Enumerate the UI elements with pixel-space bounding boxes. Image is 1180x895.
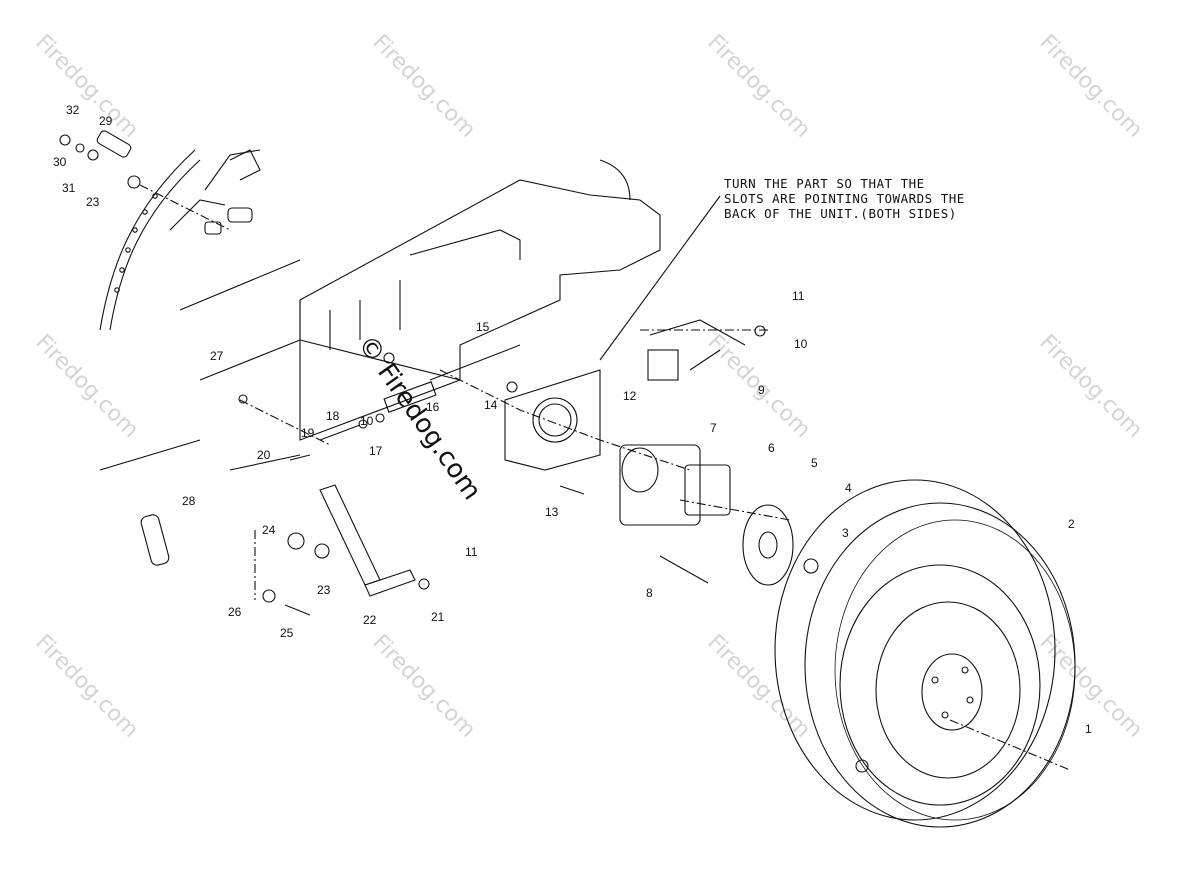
callout-number: 23 [317, 583, 331, 597]
callout-number: 10 [794, 337, 808, 351]
fasteners [59, 130, 869, 773]
note-line-3: BACK OF THE UNIT.(BOTH SIDES) [724, 206, 957, 221]
callout-number: 9 [758, 383, 765, 397]
callout-number: 2 [1068, 517, 1075, 531]
note-line-2: SLOTS ARE POINTING TOWARDS THE [724, 191, 965, 206]
callout-number: 7 [710, 421, 717, 435]
wheel [774, 479, 1076, 828]
wheel-motor [619, 444, 731, 526]
callout-number: 20 [257, 448, 271, 462]
callout-number: 19 [301, 426, 315, 440]
callout-number: 12 [623, 389, 637, 403]
callout-number: 24 [262, 523, 276, 537]
callout-number: 25 [280, 626, 294, 640]
side-panel [99, 149, 201, 331]
note-line-1: TURN THE PART SO THAT THE [724, 176, 925, 191]
callout-number: 27 [210, 349, 224, 363]
callout-number: 22 [363, 613, 377, 627]
callout-number: 5 [811, 456, 818, 470]
callout-number: 30 [53, 155, 67, 169]
callout-number: 16 [426, 400, 440, 414]
callout-number: 18 [326, 409, 340, 423]
motor-bracket [504, 369, 601, 471]
leader-lines [139, 184, 1071, 771]
callout-number: 6 [768, 441, 775, 455]
callout-number: 15 [476, 320, 490, 334]
linkage [229, 319, 746, 471]
callout-number: 14 [484, 398, 498, 412]
callout-number: 11 [792, 289, 805, 303]
callout-number: 1 [1085, 722, 1092, 736]
callout-number: 29 [99, 114, 113, 128]
callout-number: 17 [369, 444, 383, 458]
callout-number: 10 [360, 414, 374, 428]
callout-number: 11 [465, 545, 478, 559]
callout-number: 26 [228, 605, 242, 619]
callout-number: 13 [545, 505, 559, 519]
callout-labels: 1234567891010111112131415161718192021222… [53, 103, 1092, 736]
callout-number: 28 [182, 494, 196, 508]
callout-number: 21 [431, 610, 445, 624]
assembly-note: TURN THE PART SO THAT THE SLOTS ARE POIN… [724, 176, 965, 221]
callout-number: 4 [845, 481, 852, 495]
note-leader-line [599, 195, 721, 361]
callout-number: 3 [842, 526, 849, 540]
callout-number: 23 [86, 195, 100, 209]
callout-number: 31 [62, 181, 76, 195]
callout-number: 32 [66, 103, 80, 117]
callout-number: 8 [646, 586, 653, 600]
brake-pedal [140, 484, 416, 597]
wheel-hub [742, 504, 794, 586]
